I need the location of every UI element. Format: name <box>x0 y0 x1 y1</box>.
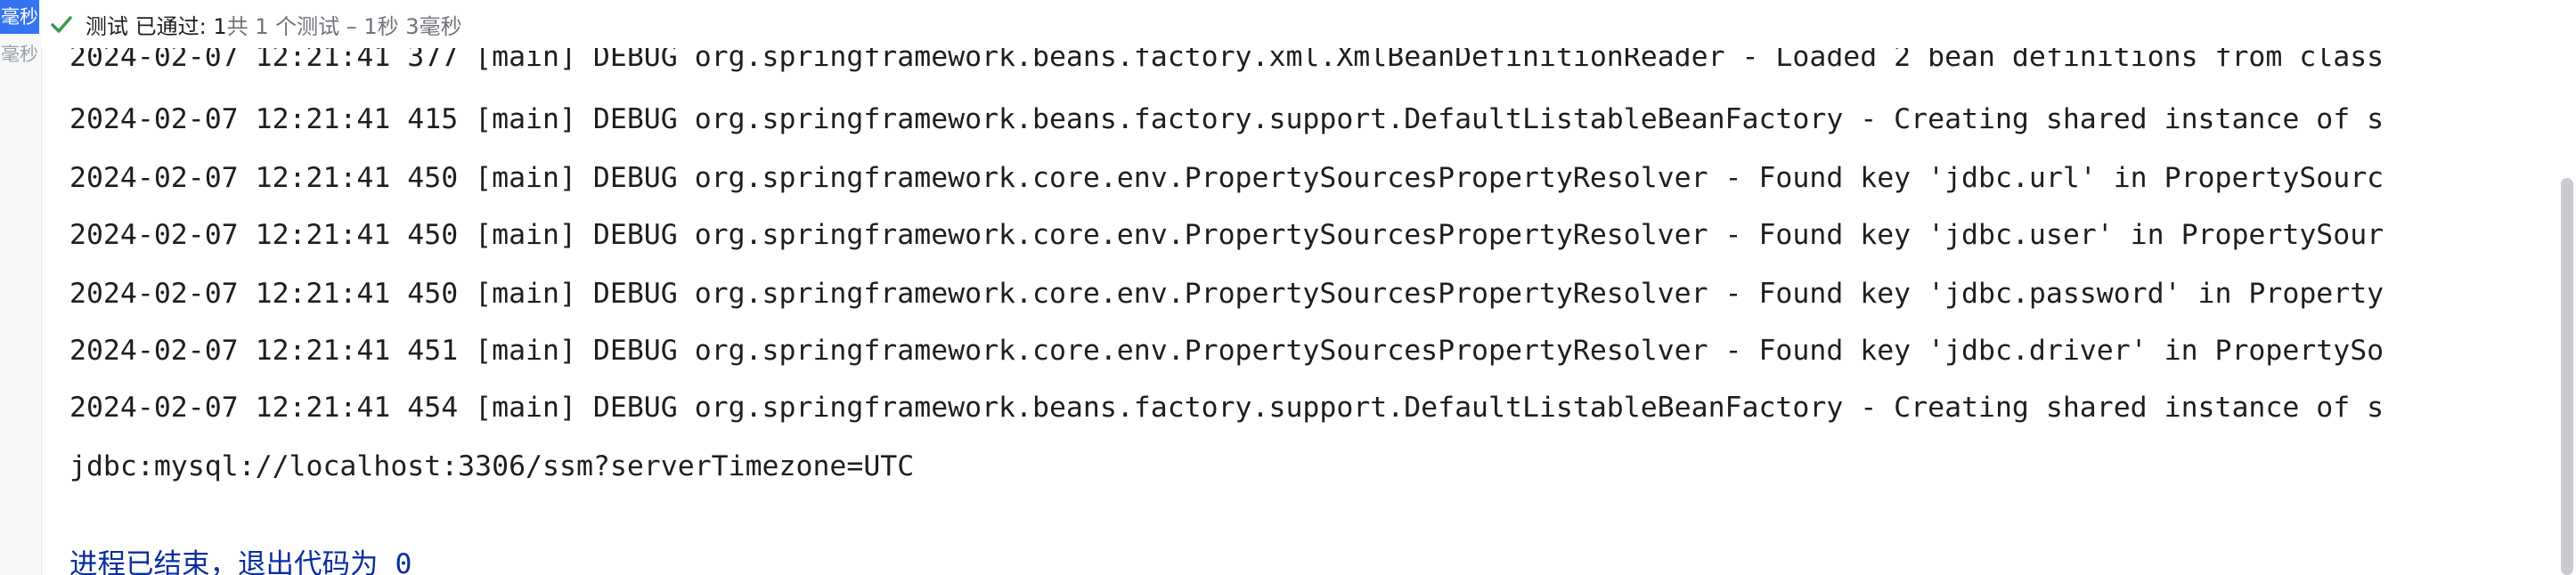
log-line: 2024-02-07 12:21:41 450 [main] DEBUG org… <box>69 219 2384 251</box>
console-gutter: 毫秒 毫秒 <box>0 0 42 575</box>
check-icon <box>51 16 72 33</box>
scrollbar-thumb[interactable] <box>2561 178 2573 575</box>
console-output[interactable]: 2024-02-07 12:21:41 377 [main] DEBUG org… <box>42 0 2554 575</box>
test-passed-label: 测试 已通过: 1 <box>86 13 227 39</box>
log-line: 2024-02-07 12:21:41 450 [main] DEBUG org… <box>69 278 2384 310</box>
log-line: 2024-02-07 12:21:41 451 [main] DEBUG org… <box>69 335 2384 367</box>
duration-chip[interactable]: 毫秒 <box>0 0 39 34</box>
test-summary: 共 1 个测试 – 1秒 3毫秒 <box>226 13 462 39</box>
log-line: 2024-02-07 12:21:41 450 [main] DEBUG org… <box>69 162 2384 194</box>
duration-label: 毫秒 <box>1 44 38 65</box>
jdbc-url-line: jdbc:mysql://localhost:3306/ssm?serverTi… <box>69 450 915 482</box>
log-line: 2024-02-07 12:21:41 454 [main] DEBUG org… <box>69 392 2384 424</box>
log-line: 2024-02-07 12:21:41 415 [main] DEBUG org… <box>69 103 2384 135</box>
test-status-bar: 测试 已通过: 1 共 1 个测试 – 1秒 3毫秒 <box>41 0 2576 48</box>
process-exit-message: 进程已结束，退出代码为 0 <box>69 548 412 575</box>
